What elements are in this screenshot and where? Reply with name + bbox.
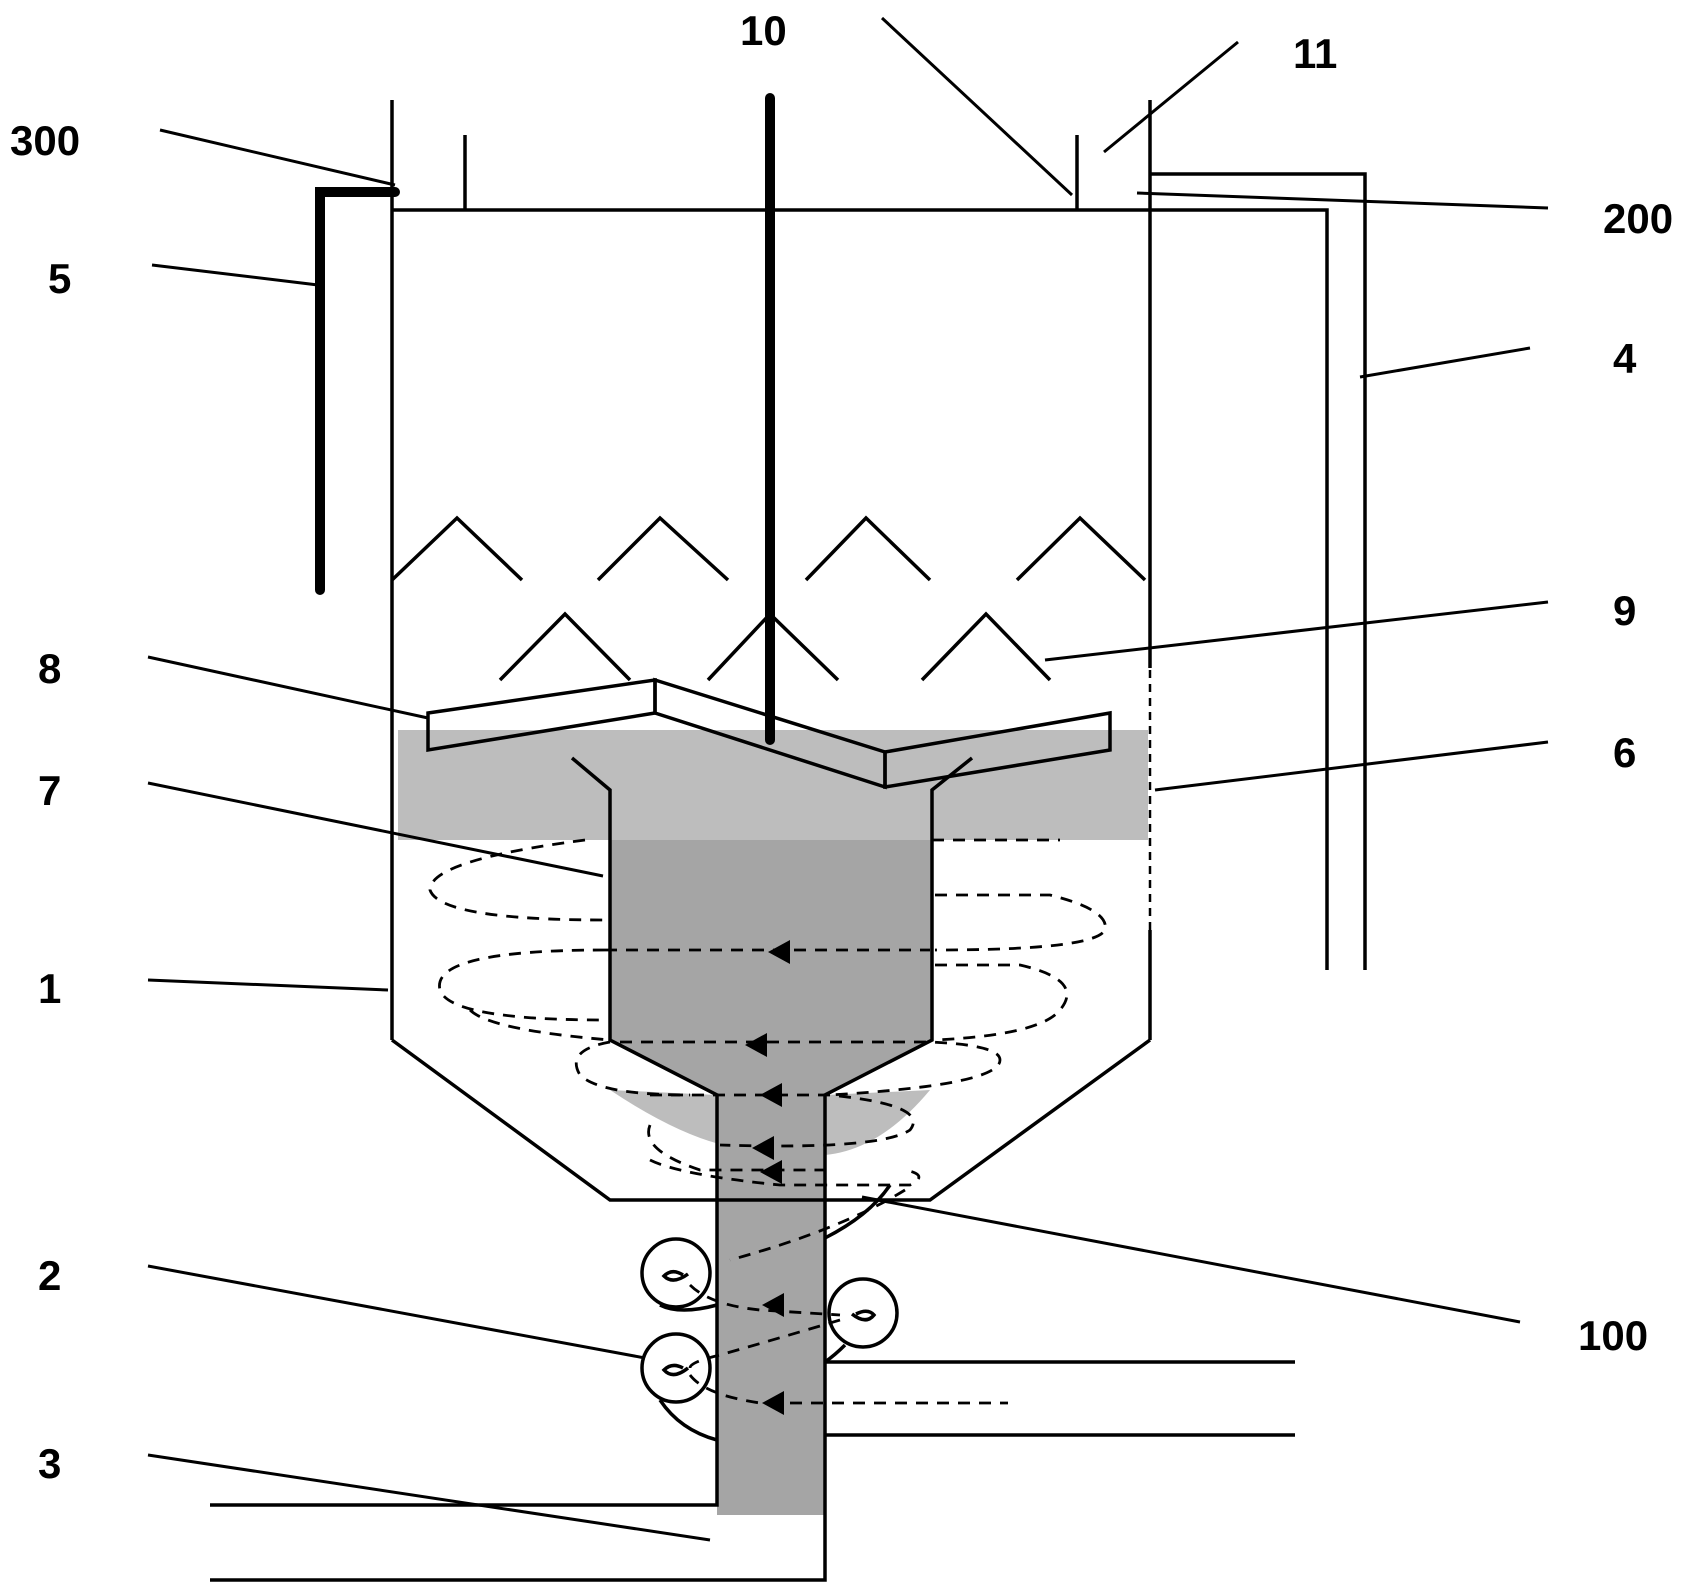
leader-1	[147, 978, 389, 992]
baffle-5	[498, 611, 632, 682]
draft-tube-right	[210, 756, 974, 1582]
baffle-2	[596, 515, 730, 582]
arrowhead-5	[760, 1160, 782, 1184]
spiral-10	[729, 1188, 906, 1262]
leader-5	[151, 263, 319, 287]
leader-4	[1359, 346, 1531, 379]
arrowhead-6	[762, 1293, 784, 1317]
spiral-4	[934, 963, 1069, 1042]
leader-100	[861, 1195, 1521, 1324]
swirl-coils-2	[640, 1184, 899, 1442]
spiral-8	[647, 1124, 830, 1172]
spiral-5	[574, 1040, 691, 1097]
baffles-9	[390, 515, 1147, 682]
leader-200	[1136, 191, 1549, 210]
coil-upper-left-swirl	[661, 1270, 690, 1282]
coil-lower-left-swirl	[661, 1363, 690, 1377]
cone-exit-curl	[824, 1184, 892, 1240]
draft-tube-left	[210, 756, 719, 1507]
baffle-6	[706, 611, 840, 682]
side-outlet-pipes	[790, 1360, 1295, 1437]
spiral-flow	[428, 838, 1107, 1405]
arrowhead-4	[752, 1136, 774, 1160]
label-10: 10	[740, 7, 787, 54]
baffle-4	[1015, 515, 1147, 582]
baffle-1	[390, 515, 524, 582]
flow-arrows	[745, 940, 790, 1415]
coil-upper-left	[640, 1237, 712, 1309]
label-2: 2	[38, 1252, 61, 1299]
feed-pipe-5	[315, 187, 400, 595]
cone-gray-right	[825, 1090, 930, 1155]
plate-right-wing	[883, 710, 1112, 790]
baffle-7	[920, 611, 1052, 682]
inner-column-fill	[610, 840, 932, 1040]
spiral-11	[689, 1283, 841, 1317]
coil-right-swirl	[850, 1309, 877, 1322]
label-7: 7	[38, 767, 61, 814]
label-100: 100	[1578, 1312, 1648, 1359]
leader-7	[147, 781, 604, 878]
label-300: 300	[10, 117, 80, 164]
spiral-7	[650, 1093, 915, 1148]
upper-liquid-zone	[398, 730, 1148, 840]
leader-9	[1044, 600, 1549, 662]
draft-tube-7	[210, 756, 974, 1582]
arrowhead-7	[762, 1391, 784, 1415]
label-6: 6	[1613, 729, 1636, 776]
spiral-3	[438, 948, 606, 1022]
leader-10	[880, 16, 1074, 197]
label-11: 11	[1293, 30, 1337, 77]
leader-11	[1103, 40, 1239, 154]
arrowhead-2	[745, 1033, 767, 1057]
spiral-12	[688, 1318, 841, 1369]
feed-pipe	[315, 187, 400, 595]
coil-right	[827, 1277, 899, 1349]
overflow-pipe-outer	[1150, 172, 1367, 970]
leader-2	[147, 1264, 646, 1360]
part-labels: 300 5 10 11 200 4 9 8 6 7 1 2 100 3	[10, 7, 1673, 1487]
arrowhead-1	[768, 940, 790, 964]
label-9: 9	[1613, 587, 1636, 634]
gray-fill-zones	[398, 730, 1148, 1515]
coil-upper-left-tail	[659, 1303, 718, 1312]
label-4: 4	[1613, 335, 1637, 382]
leader-3	[147, 1453, 711, 1542]
label-3: 3	[38, 1440, 61, 1487]
label-5: 5	[48, 255, 71, 302]
leader-lines	[147, 16, 1549, 1542]
leader-300	[159, 128, 396, 187]
spiral-2	[934, 893, 1107, 952]
coil-lower-left	[640, 1332, 712, 1404]
label-8: 8	[38, 645, 61, 692]
leader-8	[147, 655, 429, 720]
overflow-pipe-inner	[1150, 208, 1329, 970]
overflow-pipe	[1150, 172, 1367, 970]
spiral-9	[649, 1158, 921, 1187]
label-1: 1	[38, 965, 61, 1012]
baffle-3	[804, 515, 932, 582]
spiral-6	[620, 1040, 1002, 1097]
spiral-13	[688, 1374, 761, 1405]
spiral-1	[428, 838, 606, 922]
distributor-plate-8	[426, 677, 1112, 790]
coil-lower-left-tail	[658, 1399, 718, 1442]
label-200: 200	[1603, 195, 1673, 242]
inner-cone-fill	[610, 1040, 932, 1095]
coil-right-tail	[823, 1343, 847, 1364]
arrowhead-3	[760, 1083, 782, 1107]
spiral-4b	[469, 1008, 611, 1042]
leader-6	[1154, 740, 1549, 792]
vessel-bottom-cone	[390, 1038, 1152, 1202]
